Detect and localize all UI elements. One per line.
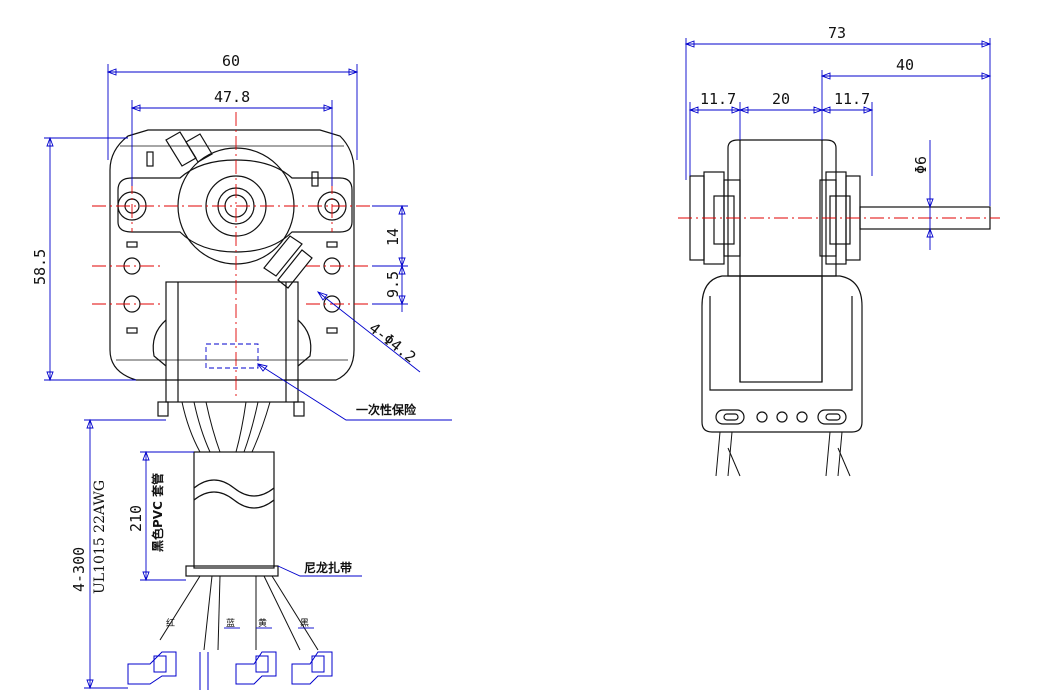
bracket-outline [109,129,355,381]
dim-14: 14 [384,228,402,246]
coil-body [165,281,299,403]
side-coil [739,275,823,383]
dim-40: 40 [896,56,914,74]
wire-spec-label: UL1015 22AWG [92,480,108,594]
pvc-sleeve [193,451,275,569]
dim-4-holes: 4-Φ4.2 [366,319,420,367]
dim-210: 210 [127,505,145,532]
dim-shaft-dia: Φ6 [912,156,930,174]
wire-color-4: 黑 [300,618,309,629]
fuse-label: 一次性保险 [356,402,417,417]
nylon-tie [185,565,279,577]
side-view: 73 40 11.7 20 11.7 Φ6 [678,24,1000,477]
thermal-fuse [205,343,259,369]
dim-58-5: 58.5 [31,249,49,285]
front-view: 60 47.8 58.5 14 9.5 4-Φ4.2 一次性保险 [31,52,452,690]
side-frame [701,275,863,433]
sleeve-label: 黑色PVC 套管 [150,473,165,552]
dim-73: 73 [828,24,846,42]
wire-color-1: 红 [166,617,175,629]
lead-terminals [127,651,333,690]
wire-color-2: 蓝 [226,617,235,629]
core-upper [727,139,837,277]
dim-11-7-right: 11.7 [834,90,870,108]
wire-color-3: 黄 [258,617,267,629]
tie-label: 尼龙扎带 [304,560,352,575]
dim-11-7-left: 11.7 [700,90,736,108]
dim-60: 60 [222,52,240,70]
dim-4-300: 4-300 [70,547,88,592]
dim-20: 20 [772,90,790,108]
dim-47-8: 47.8 [214,88,250,106]
dim-9-5: 9.5 [384,271,402,298]
